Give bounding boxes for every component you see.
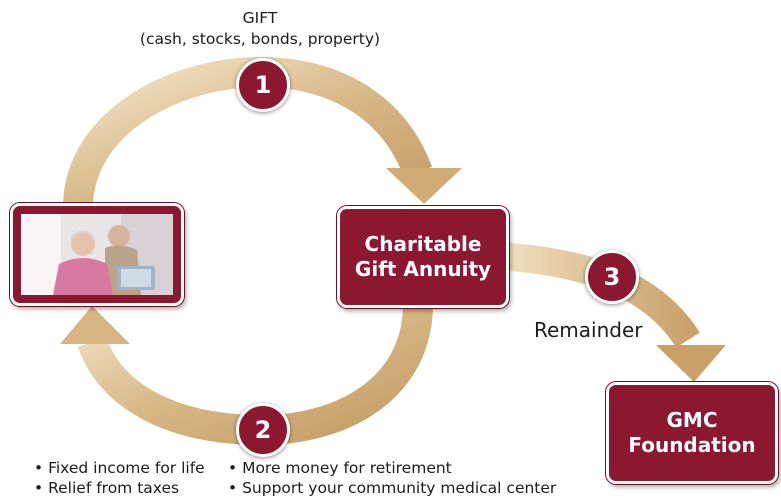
donor-photo-image [21,214,173,295]
step-2-badge: 2 [236,403,290,457]
benefit-item: • Support your community medical center [228,479,557,497]
step-1-badge: 1 [236,58,290,112]
remainder-label: Remainder [534,318,643,342]
benefits-list-right: • More money for retirement • Support yo… [228,458,556,498]
gift-label: GIFT (cash, stocks, bonds, property) [0,8,520,50]
foundation-line1: GMC [666,408,718,432]
gift-title: GIFT [242,9,278,27]
donor-photo [10,203,184,306]
annuity-line1: Charitable [364,232,482,256]
benefit-item: • Relief from taxes [34,479,180,497]
foundation-line2: Foundation [628,433,756,457]
charitable-gift-annuity-box: Charitable Gift Annuity [337,206,509,308]
benefit-item: • Fixed income for life [34,459,205,477]
benefits-list-left: • Fixed income for life • Relief from ta… [34,458,205,498]
annuity-line2: Gift Annuity [354,257,492,281]
step-3-badge: 3 [585,250,639,304]
gmc-foundation-box: GMC Foundation [606,382,778,484]
gift-subtitle: (cash, stocks, bonds, property) [139,30,381,48]
benefit-item: • More money for retirement [228,459,452,477]
income-arrow [60,299,434,446]
